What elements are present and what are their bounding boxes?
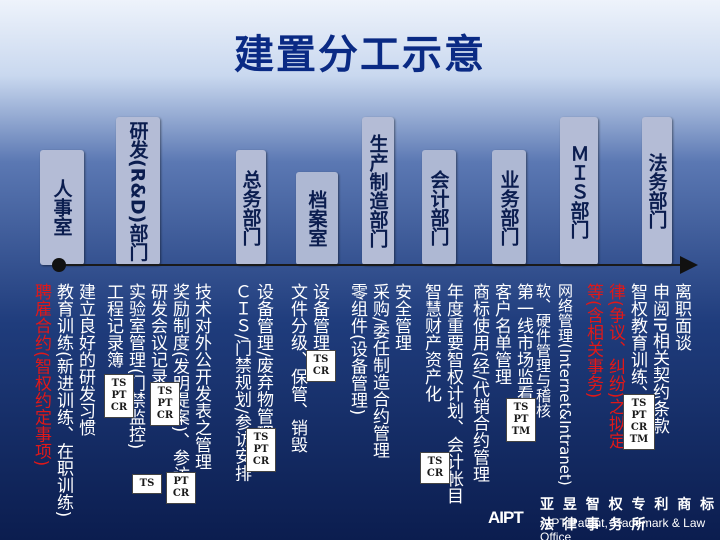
rnd-line: 研发会议记录 <box>147 283 167 385</box>
production-line: 安全管理 <box>391 283 411 351</box>
rnd-duties: 技术对外公开发表之管理 奖励制度(发明提案)、参访检 研发会议记录 实验室管理(… <box>92 283 212 523</box>
legal-line: 等(含相关事务) <box>583 283 603 399</box>
logo-english-name: AIPT Patent, Trademark & Law Office <box>540 516 706 540</box>
legal-line: 智权教育训练、法 <box>627 283 647 419</box>
sales-line: 客户名单管理 <box>491 283 511 385</box>
company-logo: AIPT 亚 昱 智 权 专 利 商 标 法 律 事 务 所 AIPT Pate… <box>478 494 718 540</box>
page-title: 建置分工示意 <box>234 32 486 78</box>
timeline-arrow <box>52 256 698 274</box>
logo-chinese-name: 亚 昱 智 权 专 利 商 标 法 律 事 务 所 <box>540 497 717 533</box>
dept-hr[interactable]: 人事室 <box>40 150 84 265</box>
badge-rnd-c: TS <box>132 474 162 494</box>
hr-line: 建立良好的研发习惯 <box>75 283 95 436</box>
dept-archive[interactable]: 档案室 <box>296 172 338 265</box>
production-line: 采购/委任制造合约管理 <box>369 283 389 459</box>
accounting-line: 智慧财产资产化 <box>421 283 441 402</box>
arrow-right-icon <box>680 256 698 274</box>
hr-line: 聘雇合约(智权约定事项) <box>31 283 51 467</box>
general-line: ＣＩＳ/门禁规划/参访安排 <box>231 283 251 482</box>
dept-accounting[interactable]: 会计部门 <box>422 150 456 265</box>
archive-duties: 设备管理、 文件分级、保管、销毁 <box>286 283 330 523</box>
dept-mis[interactable]: ＭＩＳ部门 <box>560 117 598 265</box>
timeline-line <box>58 264 682 266</box>
production-duties: 安全管理 采购/委任制造合约管理 零组件(设备管理) <box>346 283 412 523</box>
mis-line: 网络管理(Internet&Intranet) <box>556 283 574 486</box>
dept-legal[interactable]: 法务部门 <box>642 117 672 265</box>
sales-line: 第一线市场监看 <box>513 283 533 402</box>
archive-line: 文件分级、保管、销毁 <box>287 283 307 453</box>
general-line: 设备管理/废弃物管理 <box>253 283 273 442</box>
timeline-start-dot <box>52 258 66 272</box>
aipt-logo-icon: AIPT <box>488 508 524 527</box>
dept-production[interactable]: 生产制造部门 <box>362 117 394 265</box>
hr-line: 教育训练(新进训练、在职训练) <box>53 283 73 518</box>
sales-line: 商标使用(经/代销合约管理 <box>469 283 489 483</box>
accounting-line: 年度重要智权计划、会计帐目 <box>443 283 463 504</box>
rnd-line: 技术对外公开发表之管理 <box>191 283 211 470</box>
legal-line: 律(争议、纠纷)之拟定 <box>605 283 625 450</box>
accounting-duties: 年度重要智权计划、会计帐目 智慧财产资产化 <box>420 283 464 523</box>
hr-duties: 建立良好的研发习惯 教育训练(新进训练、在职训练) 聘雇合约(智权约定事项) <box>30 283 96 523</box>
legal-duties: 离职面谈 申阅IP相关契约条款 智权教育训练、法 律(争议、纠纷)之拟定 等(含… <box>582 283 692 523</box>
archive-line: 设备管理、 <box>309 283 329 368</box>
dept-sales[interactable]: 业务部门 <box>492 150 526 265</box>
mis-duties: 网络管理(Internet&Intranet) 软、硬件管理与稽核 <box>532 283 576 523</box>
dept-general-affairs[interactable]: 总务部门 <box>236 150 266 265</box>
mis-line: 软、硬件管理与稽核 <box>534 283 552 418</box>
general-affairs-duties: 设备管理/废弃物管理 ＣＩＳ/门禁规划/参访安排 <box>230 283 274 523</box>
sales-duties: 第一线市场监看 客户名单管理 商标使用(经/代销合约管理 <box>468 283 534 523</box>
legal-line: 离职面谈 <box>671 283 691 351</box>
rnd-line: 工程记录簿 <box>103 283 123 368</box>
production-line: 零组件(设备管理) <box>347 283 367 416</box>
dept-rnd[interactable]: 研发(R&D)部门 <box>116 117 160 265</box>
